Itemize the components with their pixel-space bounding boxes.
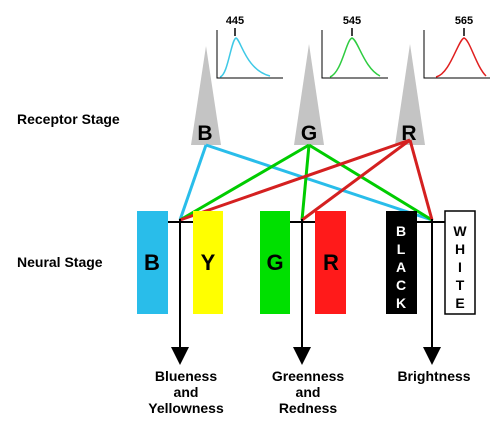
channel-label-yellow: Y — [201, 250, 216, 275]
connection-green-to-brightness — [308, 143, 433, 222]
channel-label-red: R — [323, 250, 339, 275]
peak-wavelength-green: 545 — [343, 15, 361, 27]
neural-stage-label: Neural Stage — [17, 254, 103, 270]
output-label-gr: Greenness and Redness — [272, 368, 345, 416]
svg-text:W: W — [453, 223, 467, 239]
receptor-stage-label: Receptor Stage — [17, 111, 120, 127]
peak-wavelength-blue: 445 — [226, 15, 244, 27]
svg-text:K: K — [396, 295, 406, 311]
channel-label-green: G — [266, 250, 283, 275]
connection-green-to-by — [179, 143, 310, 222]
cone-label-blue: B — [197, 122, 212, 145]
channel-box-green — [260, 211, 290, 314]
channel-label-black: B L A C K — [396, 223, 406, 311]
svg-text:I: I — [458, 259, 462, 275]
svg-text:Blueness: Blueness — [155, 368, 217, 384]
svg-text:Yellowness: Yellowness — [148, 400, 224, 416]
peak-wavelength-red: 565 — [455, 15, 473, 27]
spectrum-plot-blue: 445 — [216, 15, 283, 79]
svg-text:and: and — [174, 384, 199, 400]
sensitivity-curve-blue — [219, 37, 271, 78]
cone-receptor-green — [294, 44, 324, 145]
svg-text:L: L — [397, 241, 406, 257]
svg-text:H: H — [455, 241, 465, 257]
spectrum-plot-green: 545 — [321, 15, 388, 79]
channel-box-red — [315, 211, 346, 314]
cone-receptor-blue — [191, 46, 221, 145]
connection-green-to-gr — [300, 144, 311, 221]
connection-red-to-brightness — [408, 139, 434, 221]
connection-blue-to-brightness — [205, 143, 433, 222]
output-label-by: Blueness and Yellowness — [148, 368, 224, 416]
channel-box-white — [444, 210, 476, 315]
channel-box-black — [386, 211, 417, 314]
connection-red-to-by — [179, 138, 411, 222]
output-label-brightness: Brightness — [397, 368, 470, 384]
connection-red-to-gr — [301, 138, 411, 222]
spectrum-plot-red: 565 — [423, 15, 490, 79]
svg-text:C: C — [396, 277, 406, 293]
channel-label-white: W H I T E — [453, 223, 467, 311]
sensitivity-curve-red — [435, 37, 487, 78]
svg-text:E: E — [455, 295, 464, 311]
channel-label-blue: B — [144, 250, 160, 275]
svg-text:Redness: Redness — [279, 400, 338, 416]
cone-label-green: G — [301, 122, 317, 145]
svg-text:Brightness: Brightness — [397, 368, 470, 384]
svg-text:A: A — [396, 259, 406, 275]
channel-box-blue — [137, 211, 168, 314]
svg-text:Greenness: Greenness — [272, 368, 345, 384]
svg-text:and: and — [296, 384, 321, 400]
cone-receptor-red — [395, 44, 425, 145]
sensitivity-curve-green — [329, 37, 381, 78]
cone-label-red: R — [401, 122, 416, 145]
svg-text:T: T — [456, 277, 465, 293]
channel-box-yellow — [193, 211, 223, 314]
connection-blue-to-by — [178, 144, 208, 221]
svg-text:B: B — [396, 223, 406, 239]
